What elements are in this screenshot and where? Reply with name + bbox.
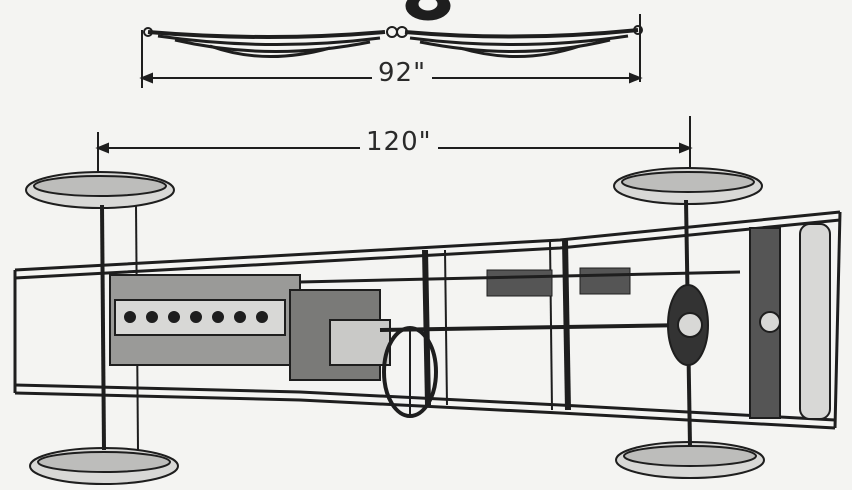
rear-differential	[667, 284, 709, 366]
drive-shaft	[299, 267, 741, 332]
dimension-label-wheelbase: 120"	[360, 127, 438, 157]
wheels	[25, 167, 765, 485]
dimension-label-spring: 92"	[372, 58, 433, 88]
leaf-spring	[143, 0, 643, 58]
engine	[109, 274, 391, 381]
cross-members	[422, 239, 571, 411]
fuel-tank	[749, 223, 831, 420]
